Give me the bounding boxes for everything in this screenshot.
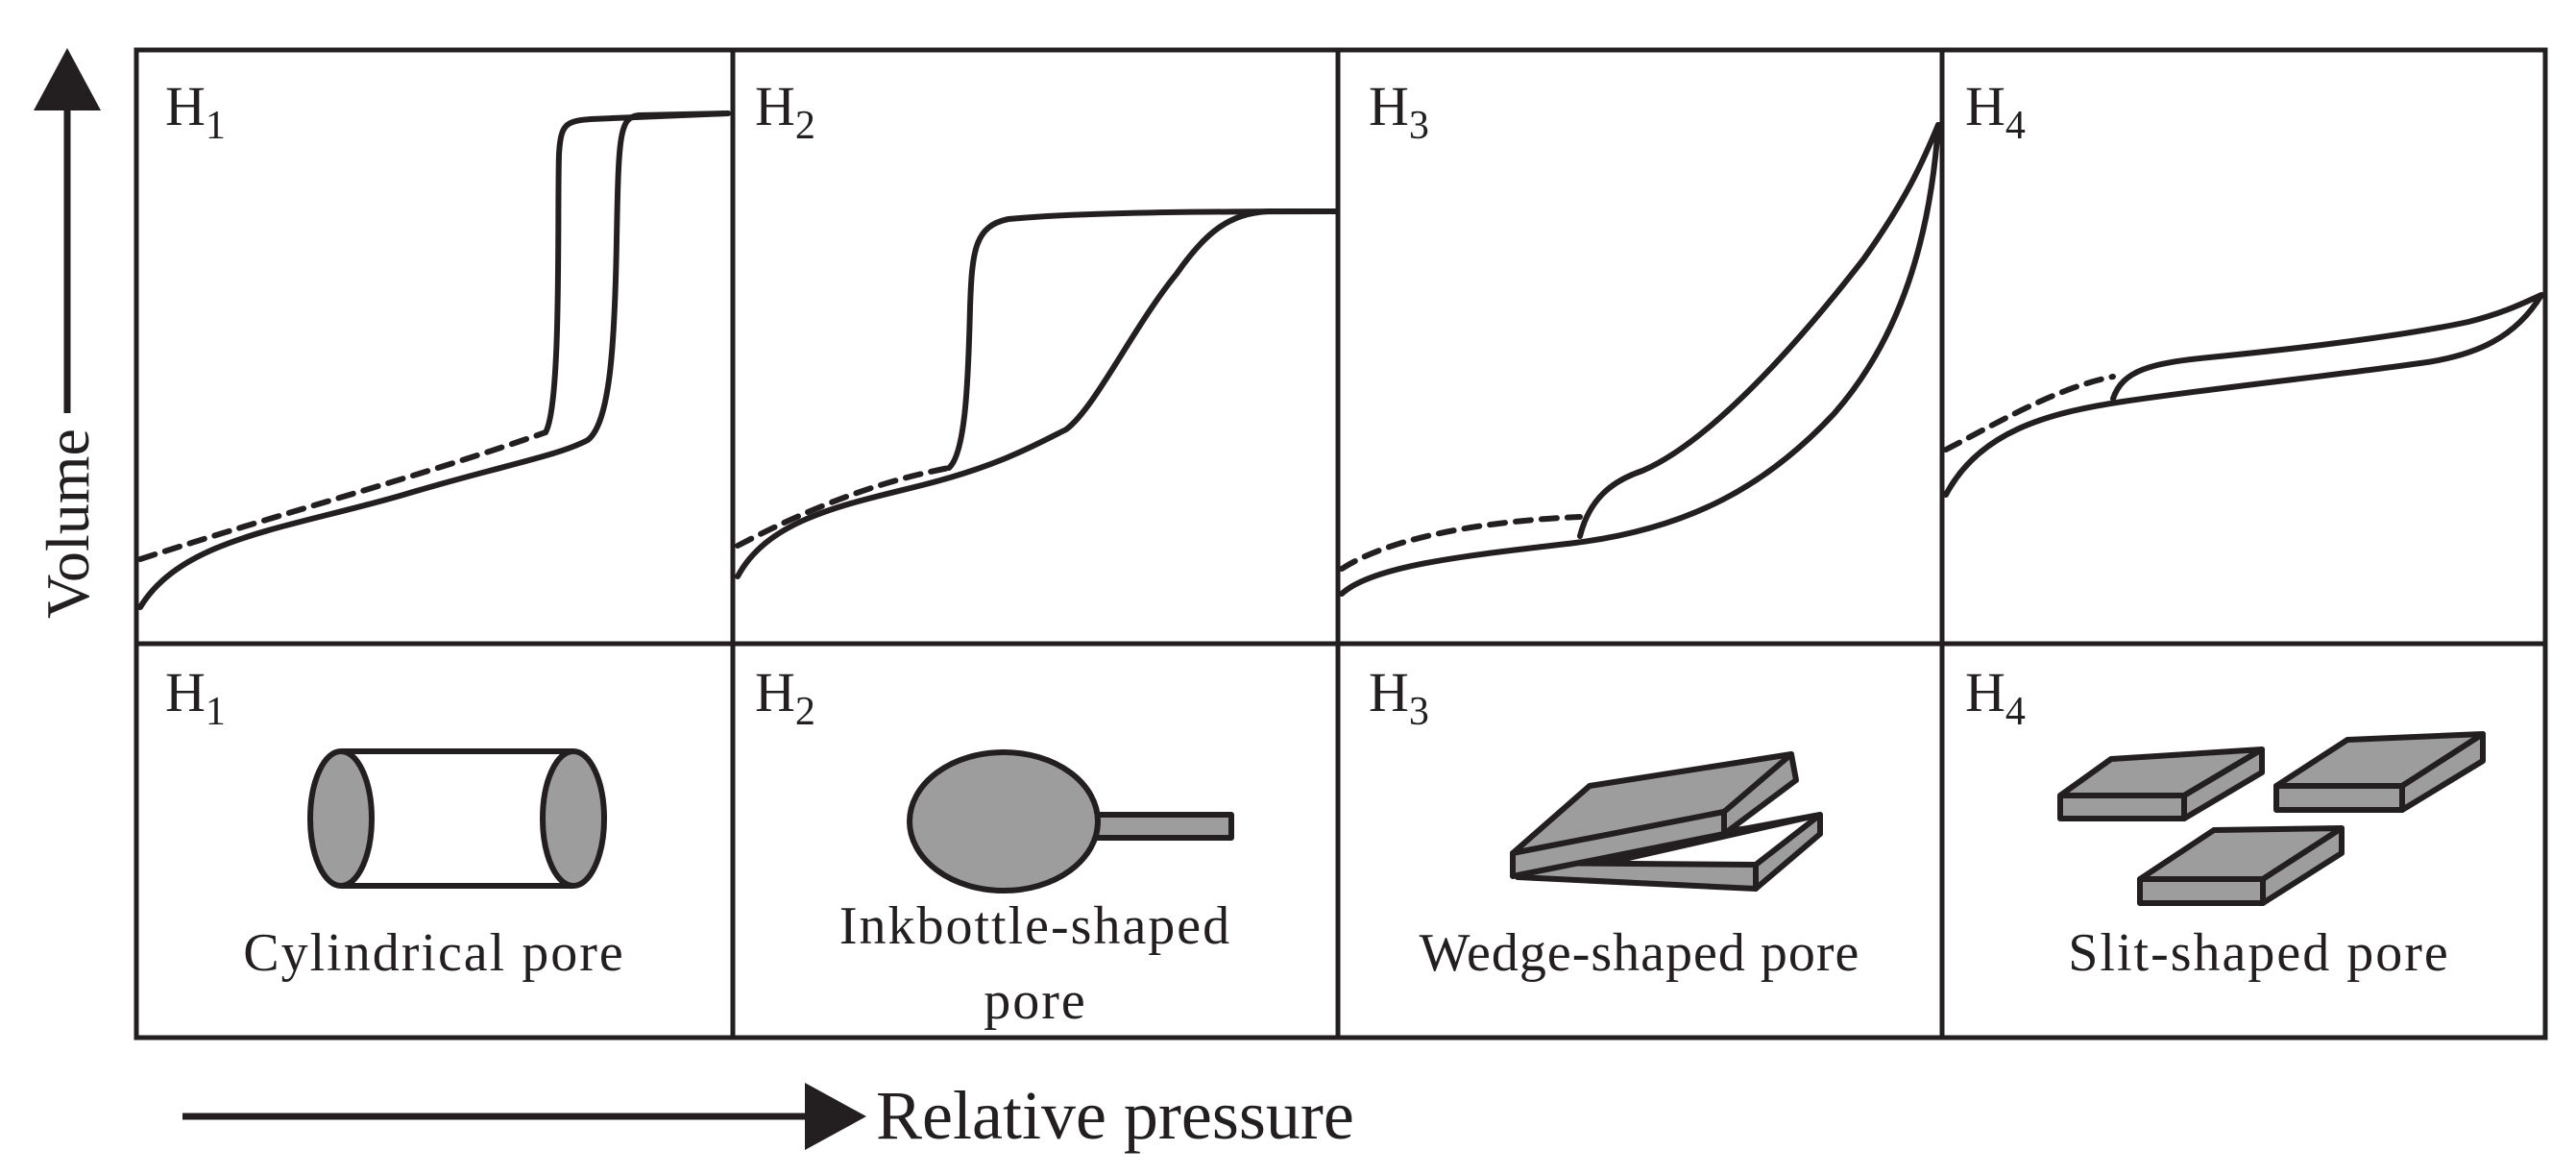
h1-isotherm — [137, 110, 731, 610]
isotherm-curves — [137, 110, 2544, 610]
slit-pore-icon — [2057, 731, 2486, 906]
h4-isotherm — [1943, 292, 2544, 498]
cylinder-left-cap — [307, 748, 375, 889]
x-axis-label: Relative pressure — [876, 1077, 1354, 1154]
caption-cylindrical-pore: Cylindrical pore — [243, 923, 624, 983]
h2-desorption-branch — [946, 208, 1338, 471]
h3-isotherm — [1339, 122, 1941, 597]
h2-isotherm — [735, 208, 1338, 579]
panel-label-h4-top: H4 — [1965, 75, 2026, 148]
h4-adsorption-branch — [1943, 292, 2544, 498]
h2-low-pressure-dashed — [735, 465, 952, 549]
slit-plate-2 — [2273, 731, 2486, 813]
caption-inkbottle-pore-line1: Inkbottle-shaped — [839, 896, 1231, 956]
pore-illustrations — [307, 731, 2486, 906]
inkbottle-body — [907, 749, 1101, 893]
caption-wedge-pore: Wedge-shaped pore — [1420, 923, 1860, 983]
h3-adsorption-branch — [1339, 122, 1941, 597]
cylindrical-pore-icon — [307, 748, 607, 889]
wedge-pore-icon — [1510, 751, 1823, 892]
h3-low-pressure-dashed — [1339, 514, 1583, 572]
panel-label-h1-bottom: H1 — [165, 661, 226, 734]
outer-frame — [134, 47, 2548, 1040]
h1-adsorption-branch — [137, 110, 731, 610]
slit-plate-1 — [2057, 747, 2265, 821]
h3-desorption-branch — [1577, 122, 1941, 539]
inkbottle-pore-icon — [907, 749, 1234, 893]
panel-label-h3-top: H3 — [1369, 75, 1429, 148]
y-axis: Volume — [34, 48, 102, 619]
panel-label-h3-bottom: H3 — [1369, 661, 1429, 734]
panel-label-h1-top: H1 — [165, 75, 226, 148]
x-axis-arrowhead — [805, 1083, 866, 1150]
wedge-lower-plate-side — [1753, 812, 1823, 892]
y-axis-arrowhead — [34, 48, 101, 110]
caption-slit-pore: Slit-shaped pore — [2068, 923, 2449, 983]
h2-adsorption-branch — [735, 208, 1338, 579]
inkbottle-neck — [1082, 812, 1234, 841]
caption-inkbottle-pore-line2: pore — [984, 971, 1087, 1031]
wedge-upper-plate-side — [1721, 751, 1799, 837]
y-axis-label: Volume — [34, 428, 102, 619]
panel-label-h4-bottom: H4 — [1965, 661, 2026, 734]
h4-low-pressure-dashed — [1943, 374, 2116, 453]
panel-label-h2-bottom: H2 — [755, 661, 815, 734]
panel-label-h2-top: H2 — [755, 75, 815, 148]
h1-desorption-branch — [543, 110, 731, 435]
h1-low-pressure-dashed — [137, 429, 548, 562]
grid-frame — [134, 47, 2548, 1040]
x-axis: Relative pressure — [182, 1077, 1354, 1154]
slit-plate-3 — [2137, 825, 2345, 906]
h4-desorption-branch — [2110, 292, 2544, 402]
cylinder-right-cap — [540, 748, 607, 889]
